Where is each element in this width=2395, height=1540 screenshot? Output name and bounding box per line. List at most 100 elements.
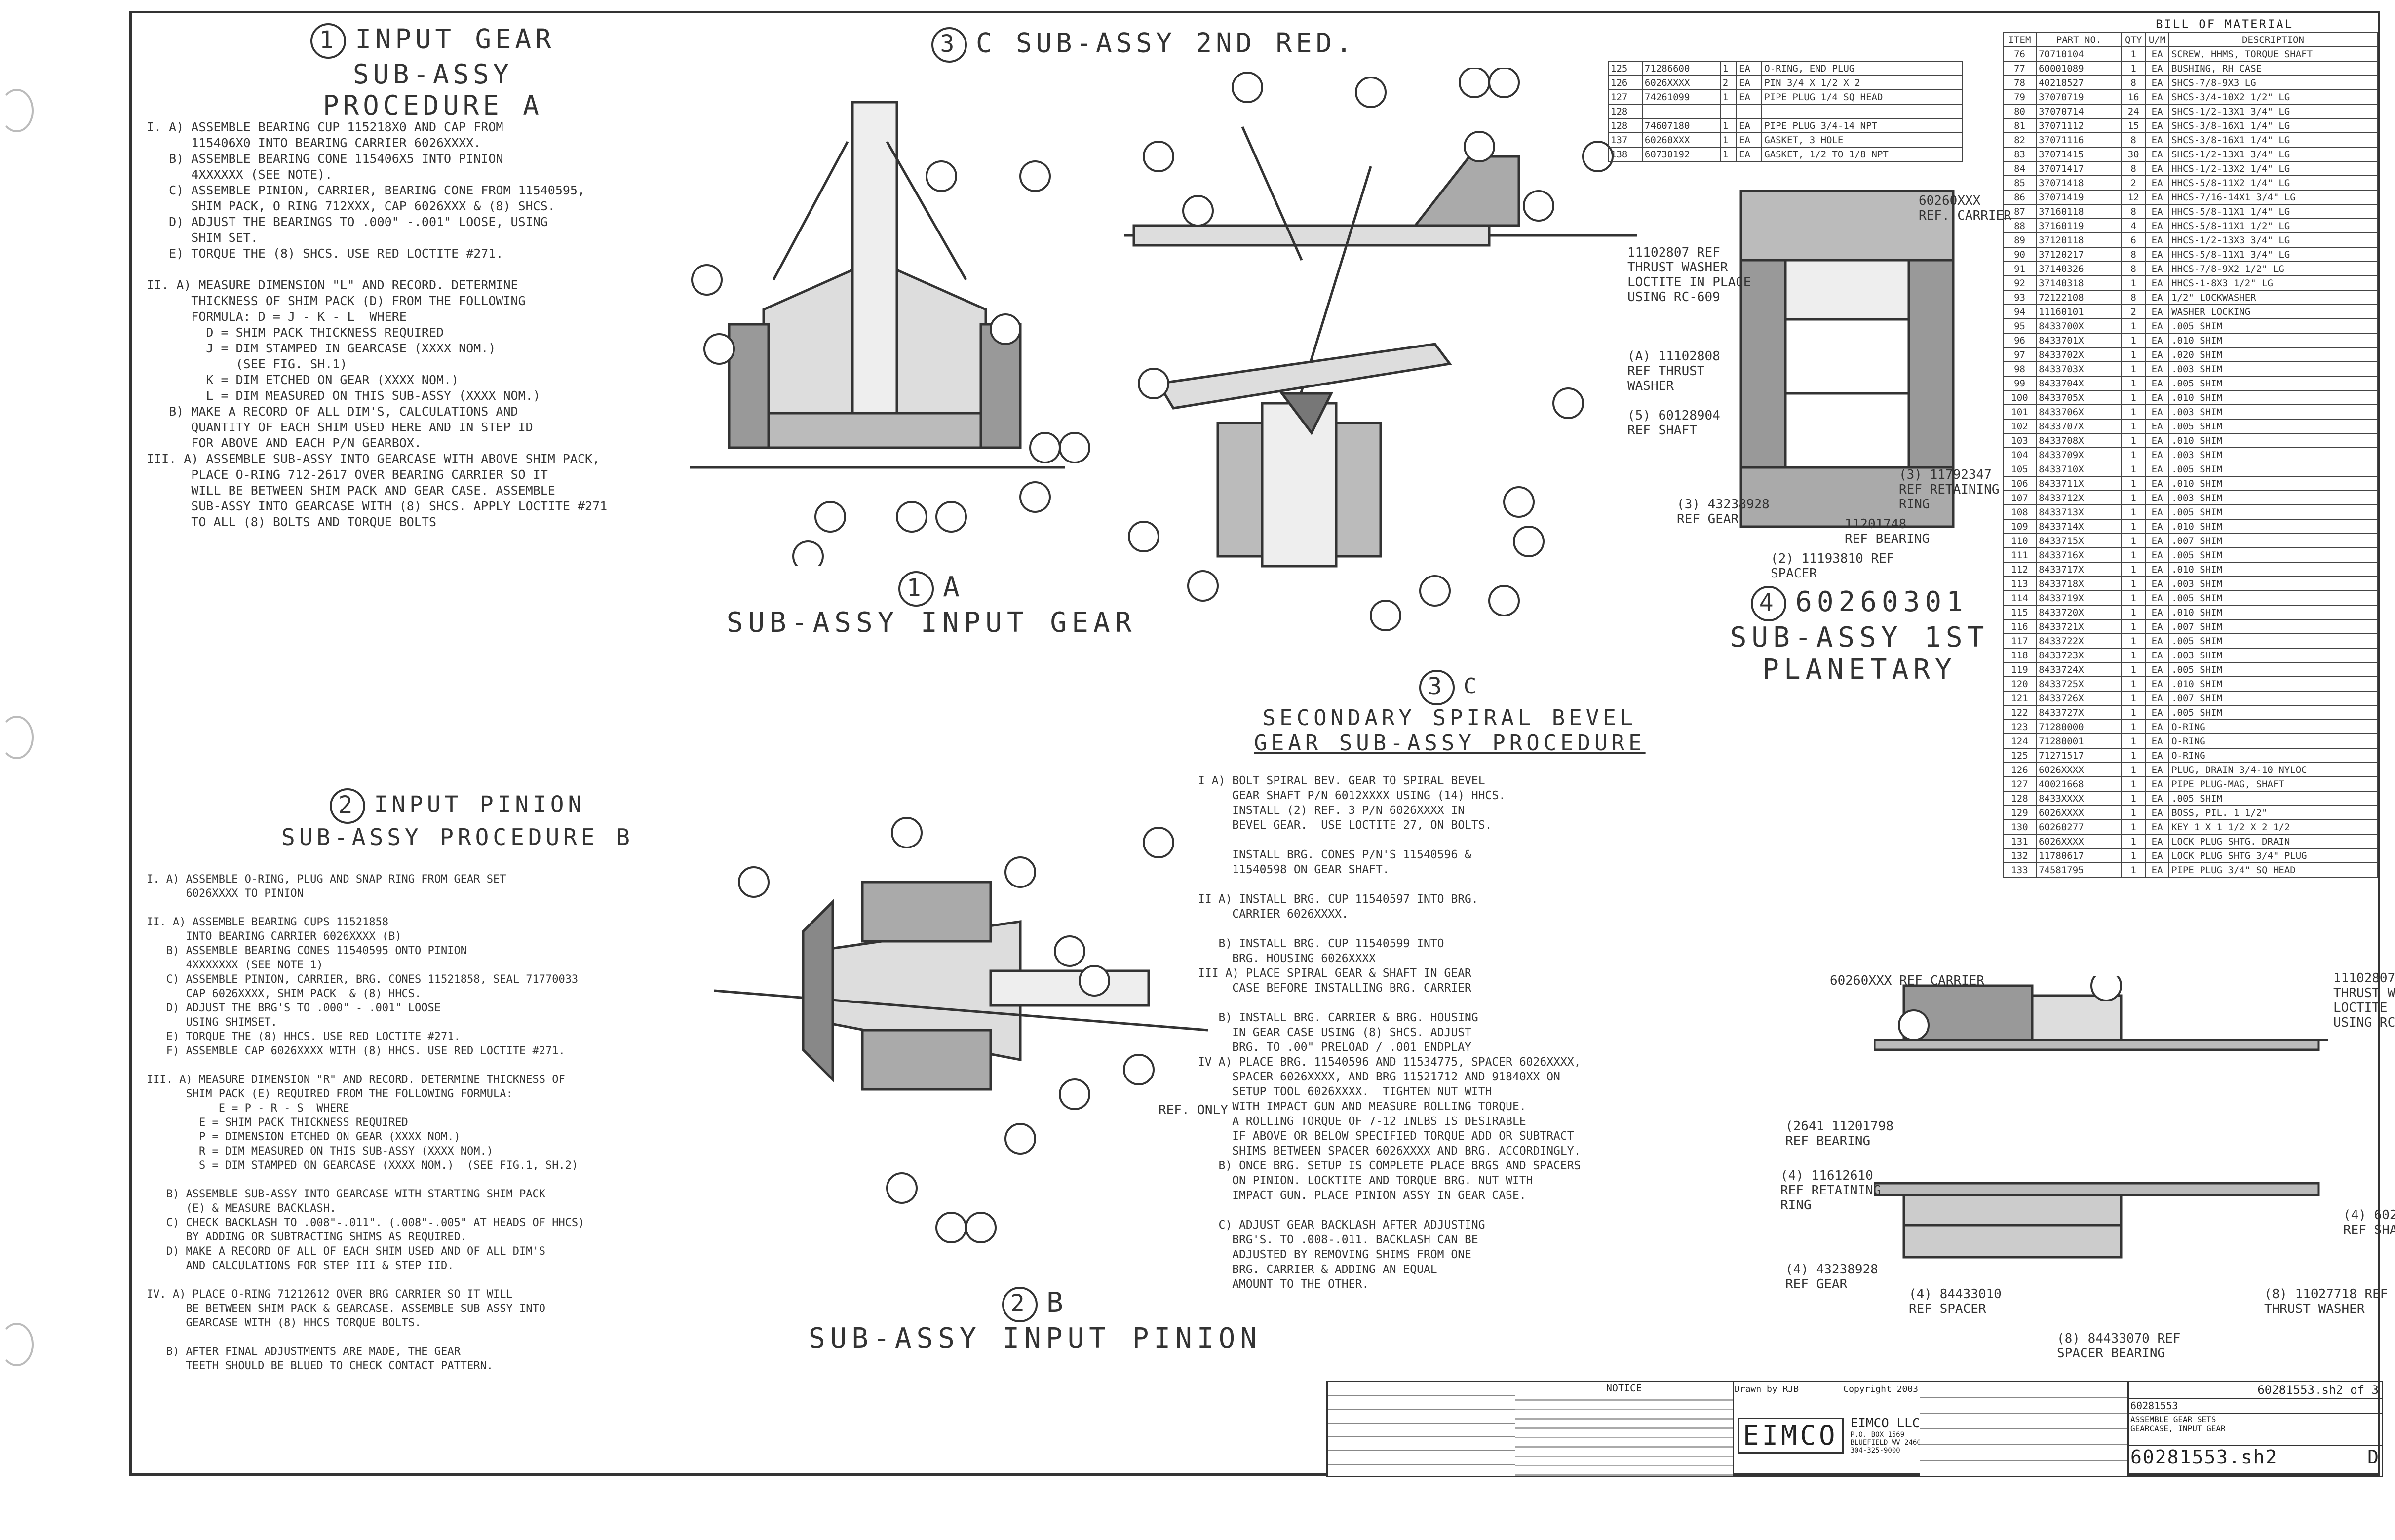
- table-cell: 8: [2121, 161, 2146, 176]
- table-cell: 125: [1608, 61, 1643, 76]
- table-cell: 1: [2121, 419, 2146, 434]
- table-cell: EA: [2145, 46, 2170, 62]
- table-cell: 84: [2002, 161, 2037, 176]
- table-cell: 8433726X: [2036, 691, 2123, 706]
- small-table-row: 128: [1608, 104, 1963, 119]
- table-cell: 115: [2002, 605, 2037, 620]
- table-cell: 60001089: [2036, 61, 2123, 76]
- s4-detail-shaft: (4) 6026XXXX REF SHAFT: [2343, 1208, 2395, 1237]
- table-cell: 123: [2002, 719, 2037, 734]
- table-cell: .003 SHIM: [2168, 404, 2378, 420]
- table-cell: 86: [2002, 190, 2037, 205]
- table-cell: PIPE PLUG 3/4" SQ HEAD: [2168, 862, 2378, 878]
- table-cell: 70710104: [2036, 46, 2123, 62]
- table-cell: 1: [2121, 390, 2146, 405]
- table-cell: 8: [2121, 75, 2146, 90]
- table-cell: EA: [2145, 819, 2170, 835]
- binding-hole-mark: [0, 1323, 34, 1366]
- section2-caption-number: 2: [1002, 1287, 1038, 1322]
- table-cell: 77: [2002, 61, 2037, 76]
- table-cell: EA: [2145, 633, 2170, 649]
- table-cell: 8433719X: [2036, 590, 2123, 606]
- table-cell: 137: [1608, 132, 1643, 148]
- table-cell: .005 SHIM: [2168, 705, 2378, 720]
- table-cell: EA: [2145, 490, 2170, 505]
- table-cell: 99: [2002, 376, 2037, 391]
- table-cell: 128: [1608, 104, 1643, 119]
- table-cell: 37120217: [2036, 247, 2123, 262]
- table-cell: 89: [2002, 232, 2037, 248]
- table-cell: 131: [2002, 834, 2037, 849]
- s4-detail-carrier: 60260XXX REF CARRIER: [1830, 973, 1985, 988]
- table-cell: .010 SHIM: [2168, 476, 2378, 491]
- table-cell: 1: [2121, 633, 2146, 649]
- s4-detail-retaining-ring: (4) 11612610 REF RETAINING RING: [1780, 1168, 1881, 1213]
- table-cell: .007 SHIM: [2168, 619, 2378, 634]
- table-cell: 1: [2121, 590, 2146, 606]
- table-cell: 118: [2002, 648, 2037, 663]
- table-cell: PIPE PLUG 1/4 SQ HEAD: [1761, 89, 1963, 105]
- table-cell: 1: [2121, 819, 2146, 835]
- table-cell: EA: [1736, 61, 1763, 76]
- table-cell: 114: [2002, 590, 2037, 606]
- table-cell: EA: [2145, 275, 2170, 291]
- table-cell: 37071112: [2036, 118, 2123, 133]
- table-cell: HHCS-5/8-11X1 1/4" LG: [2168, 204, 2378, 219]
- table-cell: 100: [2002, 390, 2037, 405]
- table-cell: 78: [2002, 75, 2037, 90]
- table-cell: 37071417: [2036, 161, 2123, 176]
- table-cell: .010 SHIM: [2168, 605, 2378, 620]
- table-cell: .010 SHIM: [2168, 676, 2378, 692]
- table-cell: 37070714: [2036, 104, 2123, 119]
- table-cell: EA: [1736, 147, 1763, 162]
- table-cell: 117: [2002, 633, 2037, 649]
- section1-number: 1: [310, 23, 347, 59]
- table-cell: 97: [2002, 347, 2037, 362]
- table-cell: 37140318: [2036, 275, 2123, 291]
- section1-procedure-text: I. A) ASSEMBLE BEARING CUP 115218X0 AND …: [147, 120, 608, 529]
- section1-title-suffix: A: [523, 90, 543, 121]
- table-cell: 81: [2002, 118, 2037, 133]
- table-cell: 30: [2121, 147, 2146, 162]
- table-cell: PIN 3/4 X 1/2 X 2: [1761, 75, 1963, 90]
- table-cell: 98: [2002, 361, 2037, 377]
- table-cell: EA: [2145, 476, 2170, 491]
- table-cell: [1761, 104, 1963, 119]
- table-cell: 1: [2121, 791, 2146, 806]
- table-cell: EA: [2145, 161, 2170, 176]
- table-cell: 111: [2002, 547, 2037, 563]
- table-cell: EA: [2145, 848, 2170, 863]
- part-ref: 60281553: [2127, 1399, 2382, 1414]
- table-cell: 8433723X: [2036, 648, 2123, 663]
- table-cell: 8433716X: [2036, 547, 2123, 563]
- table-cell: 79: [2002, 89, 2037, 105]
- table-cell: 37070719: [2036, 89, 2123, 105]
- table-cell: 1: [2121, 762, 2146, 777]
- section3-proc-title-line2: GEAR SUB-ASSY PROCEDURE: [1254, 731, 1646, 756]
- table-cell: 8433715X: [2036, 533, 2123, 548]
- company-name: EIMCO LLC: [1850, 1416, 1920, 1431]
- table-cell: EA: [2145, 147, 2170, 162]
